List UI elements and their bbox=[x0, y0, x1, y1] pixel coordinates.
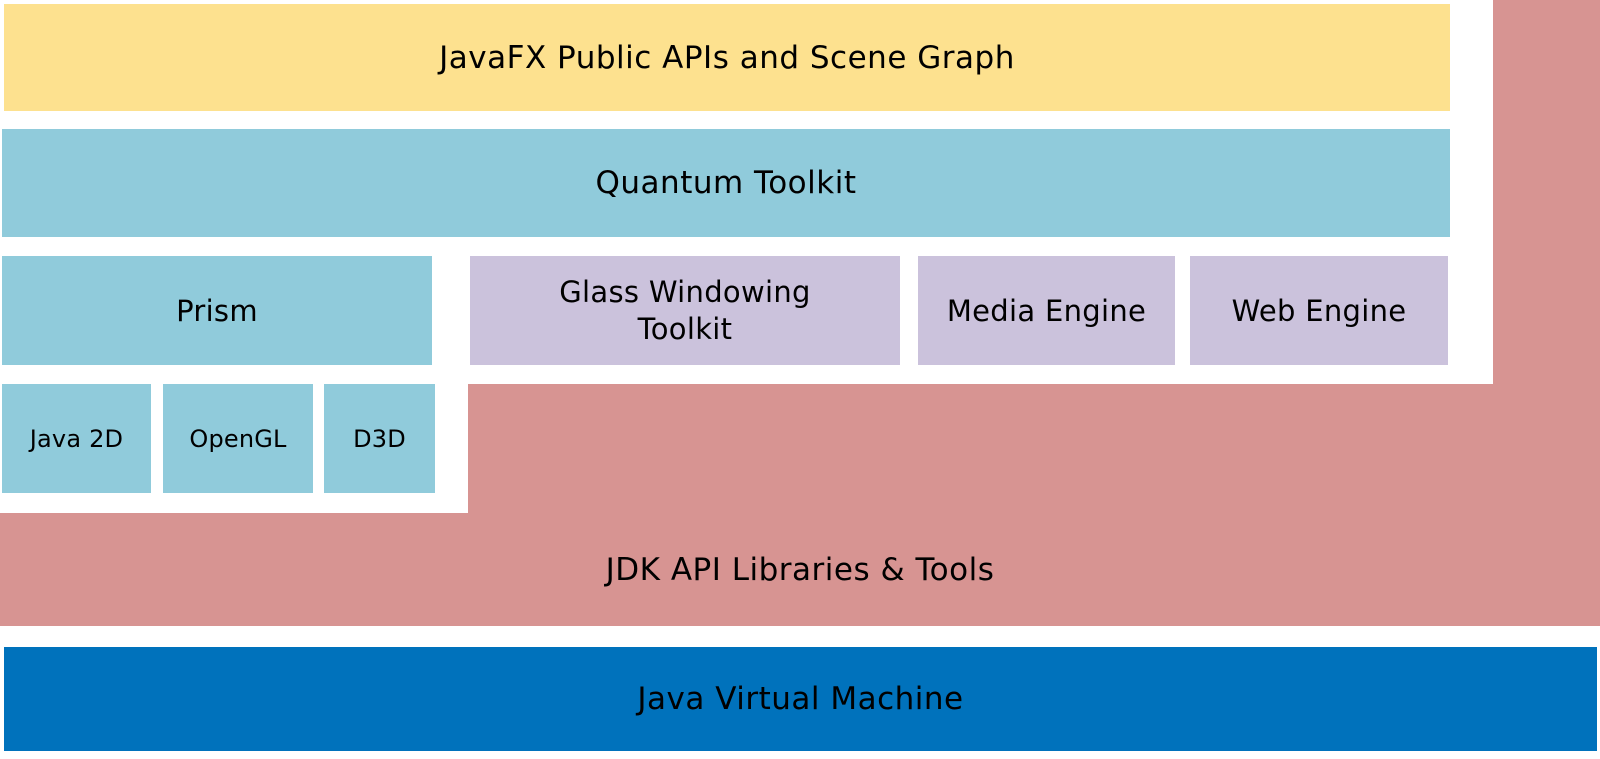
java-virtual-machine-label: Java Virtual Machine bbox=[637, 681, 964, 717]
d3d-label: D3D bbox=[353, 424, 406, 453]
javafx-public-apis-label: JavaFX Public APIs and Scene Graph bbox=[439, 39, 1015, 76]
quantum-toolkit-label: Quantum Toolkit bbox=[595, 165, 857, 201]
d3d-box: D3D bbox=[324, 384, 435, 493]
media-engine-label: Media Engine bbox=[946, 293, 1147, 328]
java2d-box: Java 2D bbox=[2, 384, 151, 493]
java2d-label: Java 2D bbox=[29, 424, 124, 453]
glass-windowing-toolkit-box: Glass Windowing Toolkit bbox=[470, 256, 900, 365]
prism-label: Prism bbox=[176, 293, 258, 328]
glass-windowing-toolkit-label: Glass Windowing Toolkit bbox=[559, 275, 811, 346]
prism-box: Prism bbox=[2, 256, 432, 365]
quantum-toolkit-layer: Quantum Toolkit bbox=[2, 129, 1450, 237]
java-virtual-machine-layer: Java Virtual Machine bbox=[4, 647, 1597, 751]
web-engine-label: Web Engine bbox=[1231, 293, 1407, 328]
opengl-label: OpenGL bbox=[189, 424, 287, 453]
opengl-box: OpenGL bbox=[163, 384, 313, 493]
web-engine-box: Web Engine bbox=[1190, 256, 1448, 365]
media-engine-box: Media Engine bbox=[918, 256, 1175, 365]
jdk-api-libraries-label-zone: JDK API Libraries & Tools bbox=[0, 513, 1600, 626]
jdk-api-libraries-label: JDK API Libraries & Tools bbox=[605, 551, 995, 588]
javafx-public-apis-layer: JavaFX Public APIs and Scene Graph bbox=[4, 4, 1450, 111]
